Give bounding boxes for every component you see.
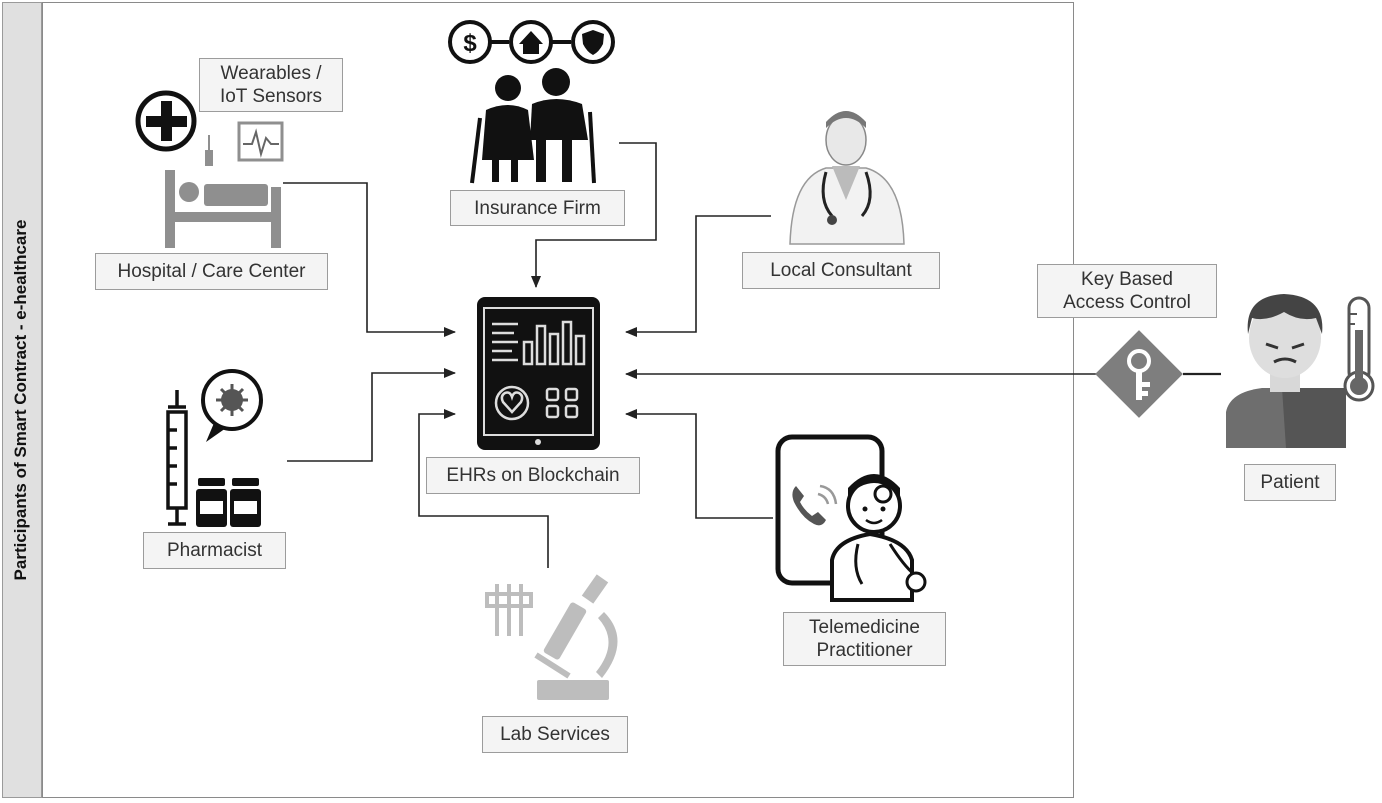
connector-telemedicine (625, 409, 773, 519)
access-control-label: Key Based Access Control (1037, 264, 1217, 318)
virus-icon (201, 369, 264, 442)
wearables-line1: Wearables / (220, 63, 322, 84)
telemedicine-label: Telemedicine Practitioner (783, 612, 946, 666)
patient-label: Patient (1244, 464, 1336, 501)
wearables-line2: IoT Sensors (219, 86, 323, 107)
hospital-bed-icon (165, 135, 281, 248)
syringe-icon (166, 390, 188, 526)
telemedicine-line2: Practitioner (816, 640, 913, 661)
doctor-icon (789, 111, 905, 245)
medical-cross-icon (135, 90, 197, 152)
microscope-icon (534, 574, 618, 700)
house-icon (509, 20, 553, 64)
lab-label: Lab Services (482, 716, 628, 753)
key-icon (1095, 330, 1183, 418)
phone-doctor-icon (775, 434, 927, 602)
tablet-ehr-icon (477, 297, 600, 450)
sick-patient-icon (1226, 294, 1346, 448)
telemedicine-line1: Telemedicine (809, 617, 920, 638)
title-band (2, 2, 42, 798)
svg-text:$: $ (463, 30, 477, 57)
wearables-label: Wearables / IoT Sensors (199, 58, 343, 112)
access-control-line1: Key Based (1081, 269, 1173, 290)
medicine-bottle-icon (196, 478, 261, 527)
consultant-label: Local Consultant (742, 252, 940, 289)
connector-lab (418, 409, 549, 568)
access-control-line2: Access Control (1063, 292, 1191, 313)
participants-boundary (42, 2, 1074, 798)
shield-icon (571, 20, 615, 64)
connector-hospital (283, 182, 456, 337)
thermometer-icon (1343, 296, 1375, 402)
connector-consultant (625, 215, 771, 337)
elderly-couple-icon (470, 68, 596, 184)
pharmacist-label: Pharmacist (143, 532, 286, 569)
dollar-icon: $ (448, 20, 492, 64)
connector-pharmacist (287, 368, 456, 462)
test-tubes-icon (485, 584, 533, 636)
insurance-label: Insurance Firm (450, 190, 625, 226)
heart-monitor-icon (237, 121, 284, 162)
hospital-label: Hospital / Care Center (95, 253, 328, 290)
connector-insurance (531, 142, 657, 288)
center-label: EHRs on Blockchain (426, 457, 640, 494)
